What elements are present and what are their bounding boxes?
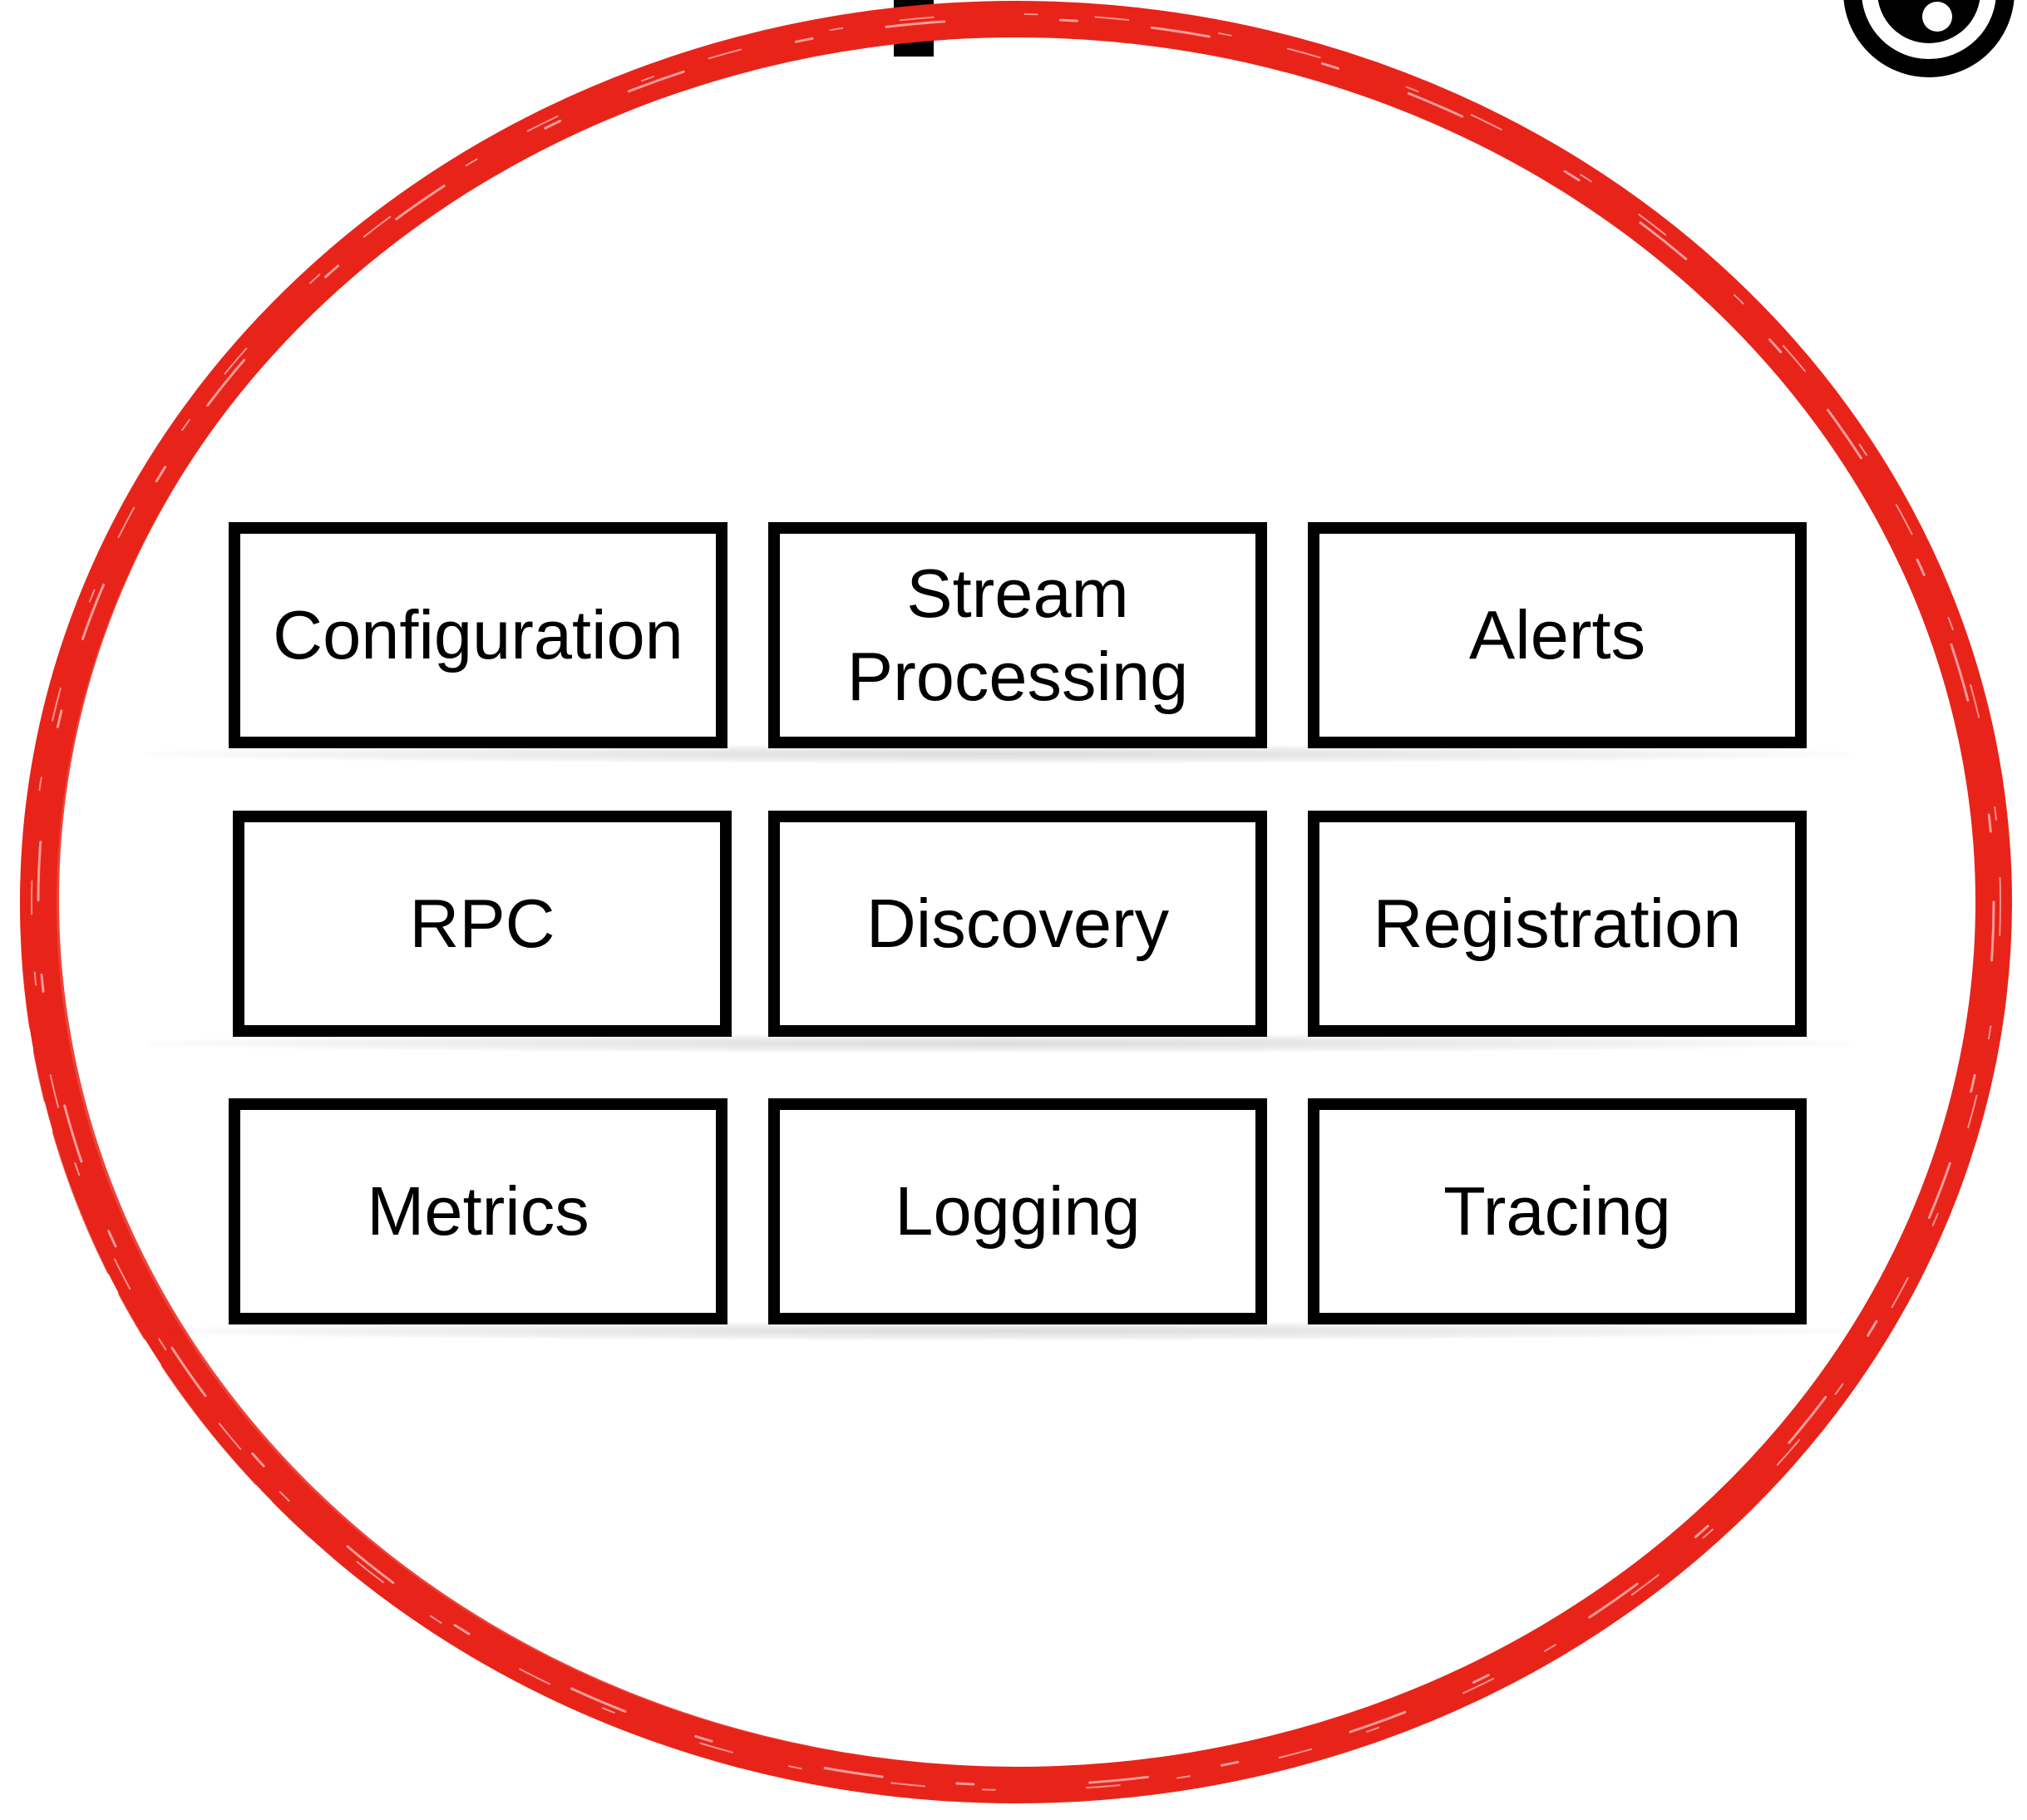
stream-processing-label: Stream Processing — [846, 555, 1189, 715]
rpc-box: RPC — [233, 811, 732, 1037]
row-shadow-3 — [145, 1322, 1850, 1340]
circular-logo-icon — [1843, 0, 2015, 77]
discovery-label: Discovery — [866, 885, 1170, 963]
logging-label: Logging — [895, 1172, 1141, 1250]
metrics-label: Metrics — [367, 1172, 589, 1250]
configuration-box: Configuration — [229, 522, 727, 748]
configuration-label: Configuration — [273, 596, 683, 674]
row-shadow-2 — [145, 1034, 1850, 1053]
tracing-label: Tracing — [1443, 1172, 1671, 1250]
discovery-box: Discovery — [768, 811, 1267, 1037]
logging-box: Logging — [768, 1098, 1267, 1324]
alerts-box: Alerts — [1308, 522, 1807, 748]
brush-circle — [20, 1, 2012, 1803]
row-shadow-1 — [145, 745, 1850, 763]
tracing-box: Tracing — [1308, 1098, 1807, 1324]
registration-box: Registration — [1308, 811, 1807, 1037]
metrics-box: Metrics — [229, 1098, 727, 1324]
stream-processing-box: Stream Processing — [768, 522, 1267, 748]
registration-label: Registration — [1373, 885, 1742, 963]
alerts-label: Alerts — [1468, 596, 1646, 674]
rpc-label: RPC — [409, 885, 555, 963]
